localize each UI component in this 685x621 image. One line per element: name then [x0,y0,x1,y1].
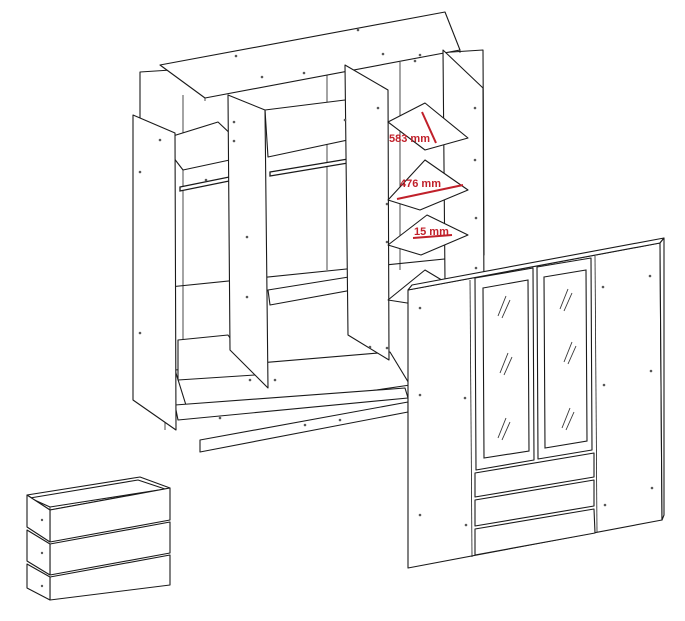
drawer-side-2 [26,529,51,576]
drawer-unit [26,476,171,601]
front-drawer-2 [474,479,595,527]
width-dimension-line [396,184,464,200]
assembly-holes [138,28,478,427]
wardrobe-carcass [132,11,485,453]
front-drawer-3 [474,508,596,556]
divider-panel-left [227,94,269,389]
width-dimension-label: 476 mm [400,178,441,190]
door-holes [418,274,654,527]
left-side-panel [132,114,177,431]
depth-dimension-line [421,111,437,144]
shelf-right-3 [387,214,469,256]
mirror-glint-right [559,288,577,431]
depth-dimension-label: 583 mm [389,133,430,145]
divider-panel-right [344,64,390,361]
drawer-side-1 [26,494,51,543]
thickness-dimension-label: 15 mm [414,226,449,238]
mirror-door-left [474,267,535,471]
mirror-door-right [536,257,593,460]
front-drawers [474,452,596,556]
mirror-glint-left [497,295,513,441]
right-side-panel [442,49,485,301]
front-door-assembly [407,237,665,569]
drawer-side-3 [26,563,51,601]
thickness-dimension-line [412,234,453,239]
front-drawer-1 [474,452,595,498]
dimension-callouts: 583 mm 476 mm 15 mm [389,111,464,239]
